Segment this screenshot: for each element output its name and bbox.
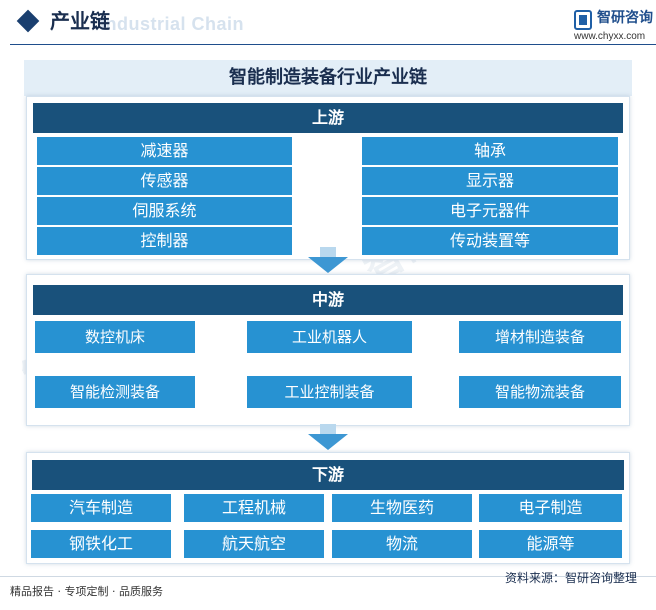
footer-slogan: 精品报告 · 专项定制 · 品质服务 (10, 585, 163, 598)
midstream-item: 增材制造装备 (459, 321, 621, 353)
midstream-header: 中游 (33, 285, 623, 315)
upstream-item: 控制器 (37, 227, 292, 255)
upstream-item: 轴承 (362, 137, 618, 165)
header-english-title: Industrial Chain (100, 14, 245, 34)
footer-source: 资料来源：智研咨询整理 (505, 571, 638, 585)
logo-icon-inner (579, 15, 587, 25)
downstream-item: 工程机械 (184, 494, 324, 522)
midstream-item: 智能物流装备 (459, 376, 621, 408)
page-title: 产业链 (50, 9, 110, 33)
flow-arrow-icon (308, 434, 348, 450)
downstream-item: 电子制造 (479, 494, 622, 522)
upstream-item: 传动装置等 (362, 227, 618, 255)
flow-arrow-stem (320, 247, 336, 257)
diagram-title-band (24, 60, 632, 96)
footer-divider (0, 576, 656, 577)
midstream-item: 数控机床 (35, 321, 195, 353)
midstream-item: 工业控制装备 (247, 376, 412, 408)
downstream-item: 汽车制造 (31, 494, 171, 522)
flow-arrow-stem (320, 424, 336, 434)
logo-url: www.chyxx.com (574, 31, 646, 42)
logo-name: 智研咨询 (597, 10, 653, 26)
upstream-item: 电子元器件 (362, 197, 618, 225)
logo-icon (574, 10, 592, 30)
header-divider (10, 44, 656, 45)
upstream-item: 减速器 (37, 137, 292, 165)
downstream-item: 物流 (332, 530, 472, 558)
flow-arrow-icon (308, 257, 348, 273)
upstream-item: 伺服系统 (37, 197, 292, 225)
header-diamond-icon (16, 9, 40, 33)
downstream-item: 航天航空 (184, 530, 324, 558)
downstream-header: 下游 (32, 460, 624, 490)
downstream-item: 钢铁化工 (31, 530, 171, 558)
midstream-item: 智能检测装备 (35, 376, 195, 408)
upstream-item: 显示器 (362, 167, 618, 195)
midstream-item: 工业机器人 (247, 321, 412, 353)
downstream-item: 生物医药 (332, 494, 472, 522)
downstream-item: 能源等 (479, 530, 622, 558)
upstream-item: 传感器 (37, 167, 292, 195)
upstream-header: 上游 (33, 103, 623, 133)
diagram-title: 智能制造装备行业产业链 (229, 67, 427, 88)
